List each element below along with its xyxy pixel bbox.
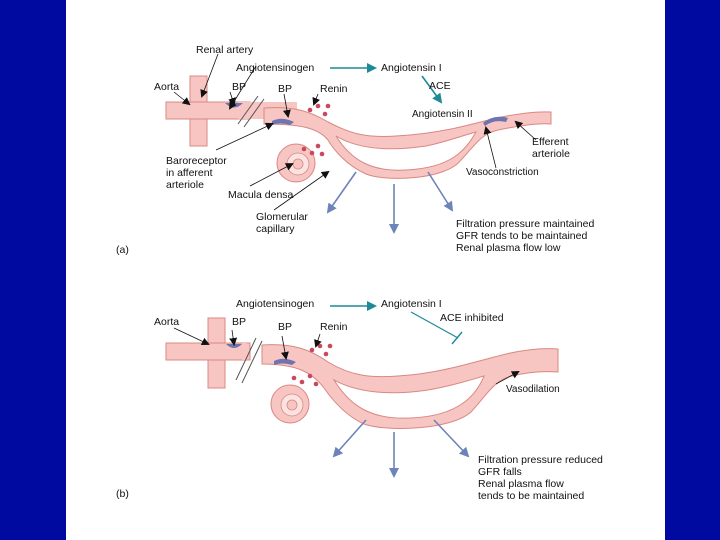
label-efferent-2: arteriole [532,148,570,160]
outflow-arrow [326,171,357,214]
glomerulus-lumen [335,131,478,171]
label-aorta: Aorta [154,81,179,93]
label-outcome-a-1: Filtration pressure maintained [456,218,594,230]
outflow-arrow [433,419,470,458]
label-ace: ACE [429,80,451,92]
label-vasoconstriction: Vasoconstriction [466,167,539,178]
arteriole-loop [261,344,559,429]
label-outcome-b-4: tends to be maintained [478,490,584,502]
baroreceptor-afferent [272,118,294,125]
arteriole-loop [263,107,552,179]
label-aorta: Aorta [154,316,179,328]
baroreceptor-afferent [274,358,296,365]
renal-diagram: Renal artery Angiotensinogen Angiotensin… [116,44,603,502]
label-outcome-b-2: GFR falls [478,466,522,478]
label-ace-inhibited: ACE inhibited [440,312,504,324]
renin-dots [301,103,331,157]
label-angiotensin-ii: Angiotensin II [412,109,473,120]
label-vasodilation: Vasodilation [506,384,560,395]
panel-a: Renal artery Angiotensinogen Angiotensin… [116,44,594,256]
label-angiotensin-i: Angiotensin I [381,62,442,74]
label-angiotensinogen: Angiotensinogen [236,298,314,310]
label-renin: Renin [320,83,348,95]
break-mark [237,95,259,125]
label-outcome-a-3: Renal plasma flow low [456,242,561,254]
label-outcome-a-2: GFR tends to be maintained [456,230,587,242]
label-bp-right: BP [278,83,292,95]
label-outcome-b-3: Renal plasma flow [478,478,564,490]
ace-arrow [421,75,443,104]
panel-b: Angiotensinogen Angiotensin I Aorta BP B… [116,298,603,502]
label-renin: Renin [320,321,348,333]
panel-a-tag: (a) [116,244,129,256]
slide: Renal artery Angiotensinogen Angiotensin… [66,0,665,540]
break-mark [235,337,257,381]
break-mark [241,340,263,384]
label-baroreceptor-1: Baroreceptor [166,155,227,167]
ace-inhibited-line [410,311,459,339]
label-bp-left: BP [232,81,246,93]
glomerulus-lumen [332,375,485,419]
label-macula-densa: Macula densa [228,189,294,201]
efferent-constriction [483,116,508,126]
label-angiotensinogen: Angiotensinogen [236,62,314,74]
panel-b-tag: (b) [116,488,129,500]
label-baroreceptor-3: arteriole [166,179,204,191]
label-baroreceptor-2: in afferent [166,167,213,179]
label-angiotensin-i: Angiotensin I [381,298,442,310]
break-mark [243,98,265,128]
label-glomerular-2: capillary [256,223,295,235]
label-bp-right: BP [278,321,292,333]
outflow-arrow [427,171,454,212]
outflow-arrow [332,419,367,458]
label-renal-artery: Renal artery [196,44,254,56]
label-bp-left: BP [232,316,246,328]
label-outcome-b-1: Filtration pressure reduced [478,454,603,466]
label-efferent-1: Efferent [532,136,569,148]
label-glomerular-1: Glomerular [256,211,308,223]
inhibition-bar [451,331,463,345]
